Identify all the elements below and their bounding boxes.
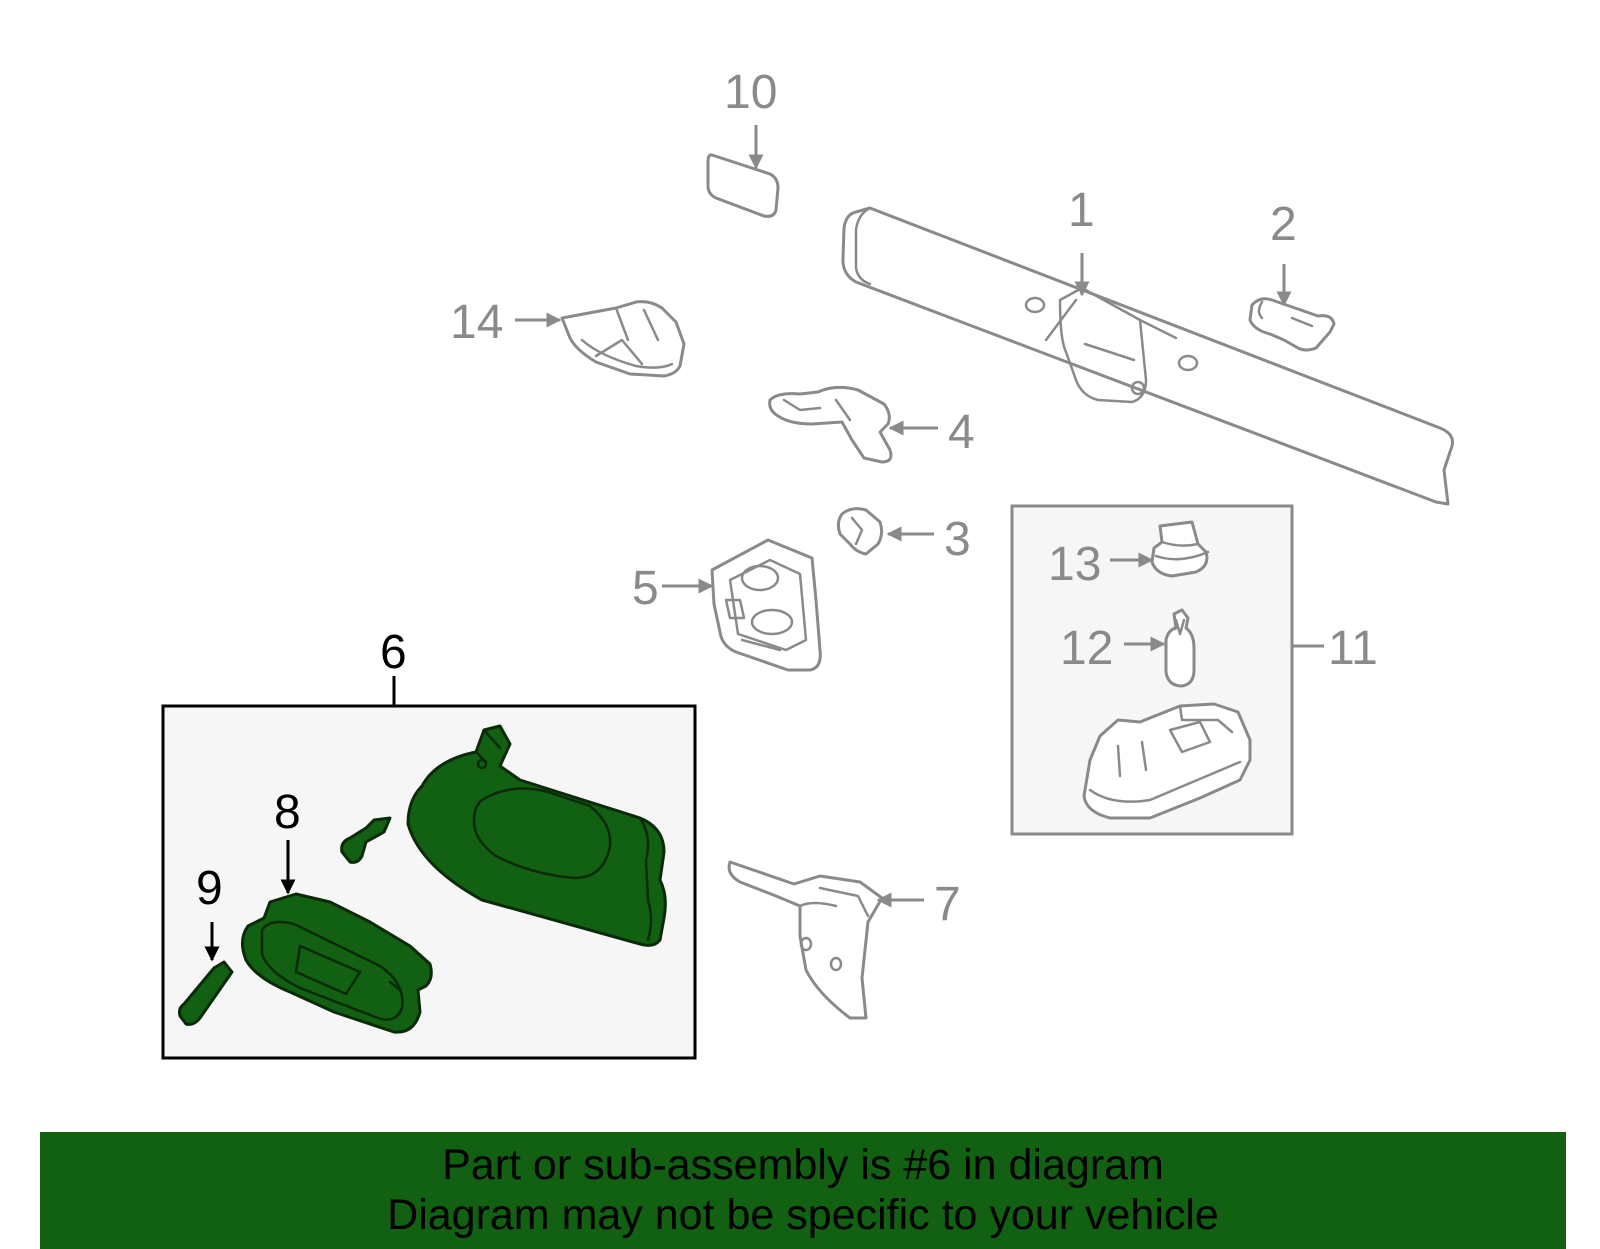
callout-1: 1 — [1068, 184, 1095, 237]
part-5-switch-panel[interactable]: 5 — [632, 538, 822, 672]
callout-12: 12 — [1060, 622, 1113, 675]
callout-4: 4 — [948, 406, 975, 459]
callout-6: 6 — [380, 626, 407, 679]
info-banner: Part or sub-assembly is #6 in diagram Di… — [40, 1132, 1566, 1249]
part-12-bulb[interactable]: 12 — [1060, 608, 1196, 688]
part-3-clip[interactable]: 3 — [836, 507, 971, 566]
callout-3: 3 — [944, 513, 971, 566]
part-11-lamp-assembly[interactable]: 11 13 12 — [1010, 504, 1378, 836]
part-7-bracket[interactable]: 7 — [727, 860, 961, 1020]
part-4-bracket[interactable]: 4 — [768, 385, 975, 464]
callout-7: 7 — [934, 878, 961, 931]
banner-line-2: Diagram may not be specific to your vehi… — [387, 1191, 1219, 1239]
part-1-overhead-rail[interactable]: 1 — [841, 184, 1454, 506]
part-6-sun-visor-assembly[interactable]: 6 8 9 — [161, 626, 697, 1060]
callout-2: 2 — [1270, 198, 1297, 251]
callout-8: 8 — [274, 786, 301, 839]
visor-screw — [340, 816, 392, 864]
part-8-mirror-cover[interactable]: 8 — [241, 786, 433, 1034]
part-14-dome-housing[interactable]: 14 — [450, 296, 686, 378]
part-11-lamp-housing — [1082, 702, 1252, 820]
callout-5: 5 — [632, 562, 659, 615]
part-10-lens[interactable]: 10 — [706, 66, 780, 218]
banner-line-1: Part or sub-assembly is #6 in diagram — [442, 1141, 1164, 1189]
callout-11: 11 — [1328, 622, 1378, 675]
part-13-socket[interactable]: 13 — [1048, 520, 1210, 591]
callout-14: 14 — [450, 296, 503, 349]
part-2-clip[interactable]: 2 — [1248, 198, 1336, 352]
callout-9: 9 — [196, 862, 223, 915]
part-9-pin[interactable]: 9 — [178, 862, 234, 1026]
callout-10: 10 — [724, 66, 777, 119]
callout-13: 13 — [1048, 538, 1101, 591]
